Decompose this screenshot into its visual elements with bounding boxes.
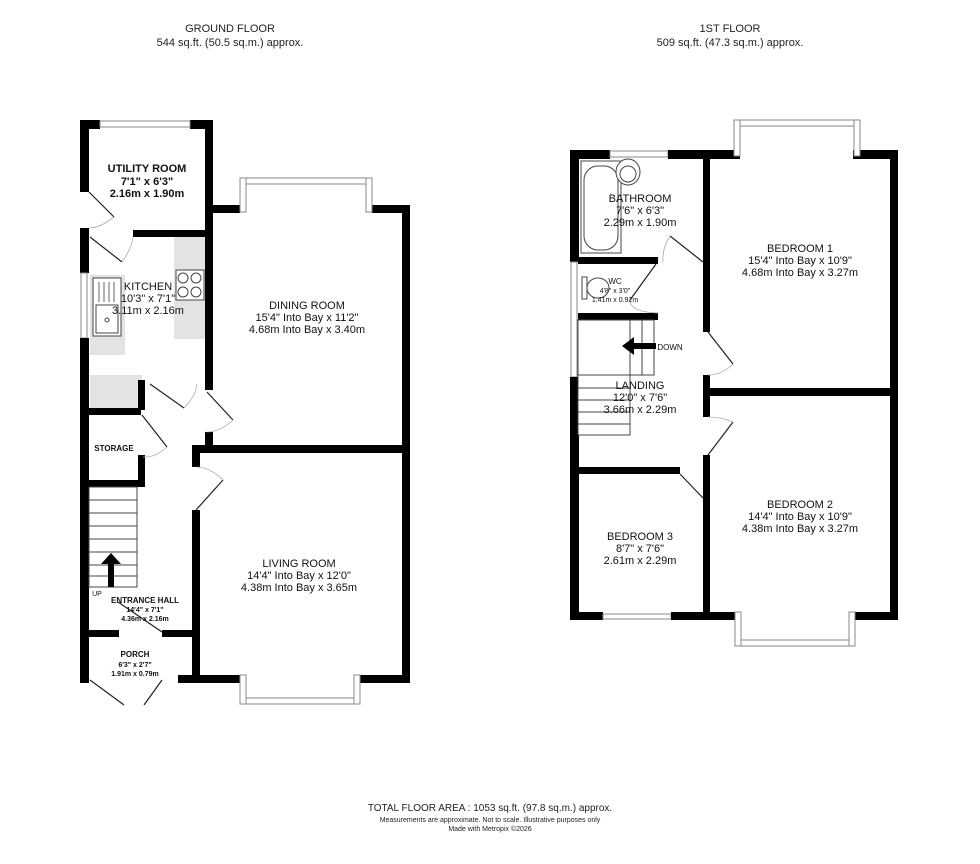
- kitchen-metric: 3.11m x 2.16m: [112, 305, 184, 317]
- kitchen-imperial: 10'3" x 7'1": [121, 293, 175, 305]
- arrow-up-icon: [108, 562, 114, 587]
- window: [570, 261, 578, 378]
- bathroom-name: BATHROOM: [609, 193, 672, 205]
- disclaimer: Measurements are approximate. Not to sca…: [379, 817, 601, 824]
- staircase: [88, 486, 138, 588]
- window: [609, 150, 669, 158]
- bedroom-1-metric: 4.68m Into Bay x 3.27m: [742, 267, 858, 279]
- window: [602, 613, 672, 620]
- landing-metric: 3.66m x 2.29m: [604, 404, 677, 416]
- bedroom-2-name: BEDROOM 2: [767, 499, 833, 511]
- wc-name: WC: [608, 277, 622, 286]
- stairs-down-label: DOWN: [657, 343, 683, 352]
- bay-window: [239, 177, 373, 185]
- storage-name: STORAGE: [94, 444, 134, 453]
- bedroom-1-imperial: 15'4" Into Bay x 10'9": [748, 255, 852, 267]
- total-floor-area: TOTAL FLOOR AREA : 1053 sq.ft. (97.8 sq.…: [367, 803, 613, 814]
- ground-floor-header: GROUND FLOOR 544 sq.ft. (50.5 sq.m.) app…: [100, 22, 360, 50]
- entrance-hall-imperial: 14'4" x 7'1": [126, 607, 163, 614]
- sink-icon: [92, 277, 122, 337]
- first-floor-plan: BATHROOM 7'6" x 6'3" 2.29m x 1.90m WC 4'…: [570, 119, 898, 647]
- bedroom-1-name: BEDROOM 1: [767, 243, 833, 255]
- dining-room-imperial: 15'4" Into Bay x 11'2": [256, 312, 359, 324]
- door: [88, 191, 234, 706]
- porch-metric: 1.91m x 0.79m: [111, 671, 158, 678]
- hob-icon: [175, 269, 205, 301]
- living-room-metric: 4.38m Into Bay x 3.65m: [241, 582, 357, 594]
- living-room-imperial: 14'4" Into Bay x 12'0": [247, 570, 351, 582]
- door: [629, 235, 734, 499]
- bedroom-3-imperial: 8'7" x 7'6": [616, 543, 664, 555]
- window: [99, 120, 191, 128]
- entrance-hall-metric: 4.36m x 2.16m: [121, 616, 168, 623]
- entrance-hall-name: ENTRANCE HALL: [111, 596, 179, 605]
- bathroom-metric: 2.29m x 1.90m: [604, 217, 677, 229]
- landing-imperial: 12'0" x 7'6": [613, 392, 667, 404]
- first-floor-area: 509 sq.ft. (47.3 sq.m.) approx.: [656, 37, 804, 49]
- utility-room-metric: 2.16m x 1.90m: [110, 188, 185, 200]
- stairs-up-label: UP: [92, 591, 102, 598]
- ground-floor-area: 544 sq.ft. (50.5 sq.m.) approx.: [156, 37, 304, 49]
- credit: Made with Metropix ©2026: [448, 826, 532, 833]
- bedroom-3-name: BEDROOM 3: [607, 531, 673, 543]
- staircase: [577, 319, 656, 436]
- bath-icon: [580, 160, 622, 254]
- ground-floor-plan: UTILITY ROOM 7'1" x 6'3" 2.16m x 1.90m K…: [80, 120, 410, 706]
- porch-name: PORCH: [121, 650, 150, 659]
- bay-window: [734, 639, 856, 647]
- toilet-icon: [581, 276, 610, 300]
- bedroom-2-imperial: 14'4" Into Bay x 10'9": [748, 511, 852, 523]
- bedroom-3-metric: 2.61m x 2.29m: [604, 555, 677, 567]
- wc-metric: 1.41m x 0.92m: [592, 297, 638, 304]
- dining-room-name: DINING ROOM: [269, 300, 345, 312]
- living-room-name: LIVING ROOM: [262, 558, 335, 570]
- ground-floor-title: GROUND FLOOR: [185, 23, 275, 35]
- wc-imperial: 4'8" x 3'0": [600, 288, 631, 295]
- arrow-down-icon: [632, 343, 656, 349]
- worktop: [90, 375, 142, 410]
- bay-window: [239, 697, 361, 705]
- bay-window: [733, 119, 861, 127]
- bathroom-imperial: 7'6" x 6'3": [616, 205, 664, 217]
- basin-icon: [615, 158, 641, 186]
- first-floor-title: 1ST FLOOR: [699, 23, 761, 35]
- landing-name: LANDING: [616, 380, 665, 392]
- utility-room-imperial: 7'1" x 6'3": [121, 176, 173, 188]
- kitchen-name: KITCHEN: [124, 281, 172, 293]
- bedroom-2-metric: 4.38m Into Bay x 3.27m: [742, 523, 858, 535]
- utility-room-name: UTILITY ROOM: [108, 163, 187, 175]
- dining-room-metric: 4.68m Into Bay x 3.40m: [249, 324, 365, 336]
- first-floor-header: 1ST FLOOR 509 sq.ft. (47.3 sq.m.) approx…: [600, 22, 860, 50]
- porch-imperial: 6'3" x 2'7": [118, 662, 151, 669]
- window: [80, 272, 88, 339]
